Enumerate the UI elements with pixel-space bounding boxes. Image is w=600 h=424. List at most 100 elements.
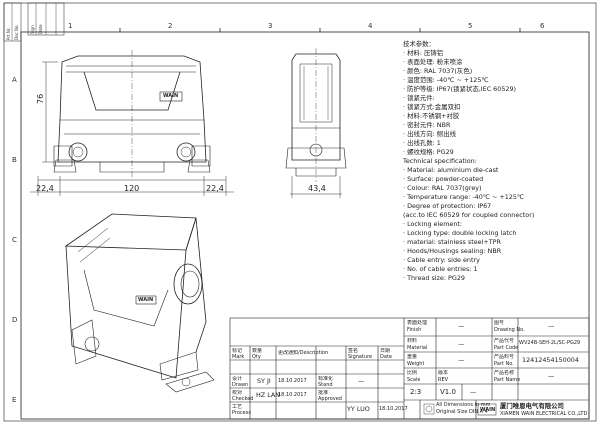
col-marker: 6 (540, 22, 545, 30)
drawn-date: 18.10.2017 (278, 378, 307, 384)
part-code-label-cn: 产品代号 (494, 338, 515, 344)
col-marker: 1 (68, 22, 73, 30)
spec-line: · Degree of protection: IP67 (403, 202, 492, 210)
company-logo-box (477, 403, 497, 416)
spec-line: · Locking element: (403, 220, 463, 228)
spec-line: · Temperature range: -40℃ ~ +125℃ (403, 193, 525, 201)
iso-view-logo: WAIN (138, 297, 154, 303)
finish-label-cn: 表面处理 (407, 320, 428, 326)
drawn-label-cn: 设计 (232, 376, 243, 382)
row-marker: A (12, 76, 17, 84)
stand-label-cn: 标准化 (318, 376, 334, 382)
version-value: V1.0 (440, 388, 456, 396)
projection-symbol (423, 403, 435, 415)
spec-line: · 锁紧元件: (403, 94, 435, 102)
dim-height-label: 76 (36, 93, 45, 104)
signature-label-en: Signature (348, 354, 373, 360)
drawing-no-value: — (548, 322, 555, 330)
spec-line: · 材料: 压铸铝 (403, 49, 444, 57)
material-value: — (458, 340, 465, 348)
company-name-cn: 厦门唯恩电气有限公司 (500, 402, 564, 410)
iso-front-face (65, 245, 187, 379)
checked-label-cn: 校对 (232, 390, 243, 396)
spec-line: 技术参数： (403, 40, 435, 48)
spec-line: Technical specification: (403, 157, 477, 165)
spec-line: · 温度范围: -40℃ ~ +125℃ (403, 76, 489, 84)
process-label-en: Process (232, 410, 251, 416)
process-label-cn: 工艺 (232, 404, 243, 410)
drawing-no-label-cn: 图号 (494, 320, 505, 326)
front-view-logo: WAIN (163, 93, 179, 99)
weight-label-cn: 重量 (407, 354, 418, 360)
spec-line: · material: stainless steel+TPR (403, 238, 501, 246)
date-label-en: Date (380, 354, 392, 360)
drawn-name: SY JI (257, 377, 271, 385)
left-strip-label: Doc No. (14, 24, 19, 40)
approved-date: 18.10.2017 (379, 406, 408, 412)
iso-side-face (185, 217, 207, 353)
col-marker: 3 (268, 22, 273, 30)
part-no-label-cn: 产品料号 (494, 354, 515, 360)
spec-line: · 出线孔数: 1 (403, 139, 441, 147)
scale-label-en: Scale (407, 377, 421, 383)
left-strip-label: Prt Nr. (6, 27, 11, 40)
part-name-label-en: Part Name (494, 377, 521, 383)
material-label-cn: 材料 (407, 338, 418, 344)
part-code-label-en: Part Code (494, 345, 519, 351)
spec-line: · 材料:不锈钢+衬胶 (403, 112, 460, 120)
spec-line: · Surface: powder-coated (403, 175, 484, 183)
spec-line: · 螺纹规格: PG29 (403, 148, 454, 156)
iso-cable-entry (173, 263, 203, 305)
dim-width-label: 120 (124, 184, 140, 193)
qty-value-dash: — (470, 388, 477, 396)
spec-line: · 颜色: RAL 7037(灰色) (403, 67, 473, 75)
dim-side-label: 43,4 (308, 184, 326, 193)
spec-line: · Material: aluminium die-cast (403, 166, 499, 174)
spec-line: · 表面处理: 粉末喷涂 (403, 58, 463, 66)
approved-name: YY LUO (347, 405, 370, 413)
date-label-cn: 日期 (380, 348, 391, 354)
spec-line: (acc.to IEC 60529 for coupled connector) (403, 211, 535, 219)
stand-value: — (358, 377, 365, 385)
version-label-cn: 版本 (438, 370, 449, 376)
col-marker: 2 (168, 22, 173, 30)
row-marker: C (12, 236, 17, 244)
row-marker: B (12, 156, 17, 164)
approved-label-cn: 批准 (318, 390, 329, 396)
stand-label-en: Stand (318, 382, 333, 388)
corner-table-label: Date (38, 24, 43, 34)
col-marker: 5 (468, 22, 473, 30)
drawing-no-label-en: Drawing No. (494, 327, 525, 333)
mark-label-en: Mark (232, 354, 245, 360)
checked-label-en: Checked (232, 396, 254, 402)
spec-line: · No. of cable entries: 1 (403, 265, 478, 273)
units-note-1: All Dimensions in mm (436, 402, 491, 408)
description-label: 更改通知/Description (278, 350, 329, 356)
version-label-en: REV (438, 377, 449, 383)
units-note-2: Original Size DIN A 4 (436, 409, 488, 415)
scale-value: 2:3 (410, 388, 422, 396)
qty-label-cn: 数量 (252, 348, 263, 354)
mark-label-cn: 标记 (232, 348, 243, 354)
finish-label-en: Finish (407, 327, 422, 333)
drawn-label-en: Drawn (232, 382, 249, 388)
spec-line: · Hoods/Housings sealing: NBR (403, 247, 502, 255)
outer-frame (3, 2, 597, 422)
dim-right-label: 22,4 (206, 184, 224, 193)
part-name-label-cn: 产品名称 (494, 370, 515, 376)
spec-line: · 防护等级: IP67(锁紧状态,IEC 60529) (403, 85, 517, 93)
title-block (229, 317, 590, 420)
iso-view (64, 213, 215, 393)
iso-top-face (64, 213, 197, 251)
part-code-value: WV24B-SEH-2L/SC-PG29 (519, 340, 581, 346)
company-name-en: XIAMEN WAIN ELECTRICAL CO.,LTD (500, 411, 588, 417)
part-name-value: — (548, 372, 555, 380)
spec-line: · Cable entry: side entry (403, 256, 480, 264)
col-marker: 4 (368, 22, 373, 30)
dim-left-label: 22,4 (36, 184, 54, 193)
row-marker: E (12, 396, 17, 404)
spec-line: · 锁紧方式:金属双扣 (403, 103, 461, 111)
side-view-outline (291, 53, 341, 161)
